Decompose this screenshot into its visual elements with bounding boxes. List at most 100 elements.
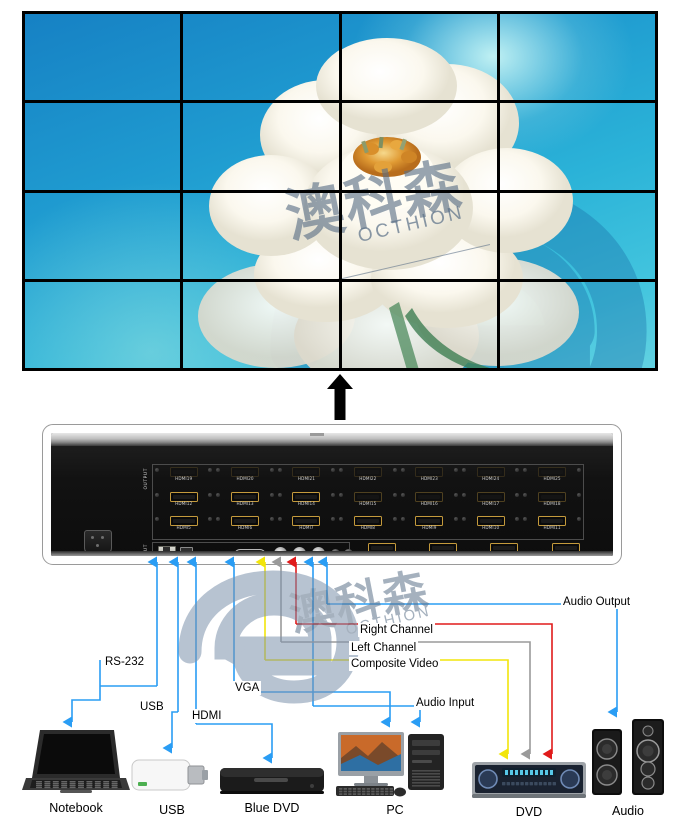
video-wall-grid: 澳科森 OCTHION	[25, 14, 655, 368]
video-wall-tile[interactable]: 澳科森 OCTHION	[499, 14, 655, 101]
panel-screw-icon	[400, 468, 405, 472]
panel-screw-icon	[155, 517, 159, 521]
hdmi-port-label: HDMI17	[482, 501, 500, 506]
video-wall-tile[interactable]: 澳科森 OCTHION	[341, 14, 497, 101]
video-wall-tile[interactable]: 澳科森 OCTHION	[25, 14, 181, 101]
bluray-player-icon[interactable]	[218, 762, 326, 798]
hdmi-output-port[interactable]: HDMI23	[399, 466, 460, 491]
hdmi-port-label: HDMI12	[175, 501, 193, 506]
hdmi-output-port[interactable]: HDMI13	[214, 491, 275, 516]
panel-screw-icon	[269, 517, 274, 521]
hdmi-connector-icon	[415, 492, 444, 502]
hdmi-output-port[interactable]: HDMI25	[521, 466, 582, 491]
panel-screw-icon	[462, 468, 466, 472]
hdmi-output-port[interactable]: HDMI14	[276, 491, 337, 516]
av-receiver-icon[interactable]	[470, 758, 588, 802]
hdmi-output-port[interactable]: HDMI5	[153, 515, 214, 540]
video-wall-tile[interactable]: 澳科森 OCTHION	[499, 103, 655, 190]
panel-screw-icon	[523, 517, 528, 521]
panel-screw-icon	[462, 517, 466, 521]
video-wall-tile[interactable]: 澳科森 OCTHION	[183, 103, 339, 190]
video-wall-tile[interactable]: 澳科森 OCTHION	[341, 192, 497, 279]
panel-screw-icon	[269, 468, 274, 472]
video-wall-tile[interactable]: 澳科森 OCTHION	[183, 281, 339, 368]
hdmi-connector-icon	[353, 516, 382, 526]
video-wall-tile[interactable]: 澳科森 OCTHION	[25, 281, 181, 368]
hdmi-port-label: HDMI9	[422, 525, 437, 530]
panel-screw-icon	[400, 493, 405, 497]
hdmi-port-label: HDMI5	[176, 525, 191, 530]
hdmi-output-port[interactable]: HDMI6	[214, 515, 275, 540]
device-label: Blue DVD	[244, 801, 300, 815]
hdmi-output-port[interactable]: HDMI17	[460, 491, 521, 516]
panel-screw-icon	[269, 493, 274, 497]
panel-screw-icon	[576, 468, 581, 472]
panel-screw-icon	[339, 468, 344, 472]
video-wall-tile[interactable]: 澳科森 OCTHION	[341, 103, 497, 190]
hdmi-port-label: HDMI7	[299, 525, 314, 530]
connection-wire	[313, 705, 421, 728]
hdmi-connector-icon	[538, 516, 567, 526]
hdmi-port-label: HDMI18	[543, 501, 561, 506]
panel-screw-icon	[216, 468, 221, 472]
panel-screw-icon	[392, 493, 397, 497]
video-wall-tile[interactable]: 澳科森 OCTHION	[183, 14, 339, 101]
connection-wire	[162, 711, 178, 754]
hdmi-output-port[interactable]: HDMI16	[399, 491, 460, 516]
video-wall-tile[interactable]: 澳科森 OCTHION	[499, 281, 655, 368]
panel-screw-icon	[208, 493, 213, 497]
hdmi-output-port[interactable]: HDMI11	[521, 515, 582, 540]
panel-screw-icon	[400, 517, 405, 521]
connection-label-vga: VGA	[233, 681, 262, 695]
hdmi-port-label: HDMI15	[359, 501, 377, 506]
hdmi-output-port[interactable]: HDMI19	[153, 466, 214, 491]
video-wall-tile[interactable]: 澳科森 OCTHION	[183, 192, 339, 279]
connection-label-hdmi: HDMI	[190, 709, 224, 723]
hdmi-output-port[interactable]: HDMI24	[460, 466, 521, 491]
hdmi-connector-icon	[415, 467, 444, 477]
hdmi-port-label: HDMI16	[420, 501, 438, 506]
hdmi-port-label: HDMI13	[236, 501, 254, 506]
connection-label-left-channel: Left Channel	[349, 641, 419, 655]
hdmi-port-label: HDMI14	[297, 501, 316, 506]
hdmi-output-port[interactable]: HDMI22	[337, 466, 398, 491]
panel-screw-icon	[331, 517, 336, 521]
connection-label-audio-output: Audio Output	[561, 595, 633, 609]
panel-screw-icon	[453, 468, 458, 472]
hdmi-port-label: HDMI11	[543, 525, 561, 530]
usb-flash-drive-icon[interactable]	[128, 750, 216, 800]
hdmi-output-port[interactable]: HDMI8	[337, 515, 398, 540]
hdmi-output-port[interactable]: HDMI12	[153, 491, 214, 516]
hdmi-output-port[interactable]: HDMI20	[214, 466, 275, 491]
hdmi-port-label: HDMI10	[482, 525, 500, 530]
output-side-label: OUTPUT	[144, 468, 149, 490]
panel-screw-icon	[339, 493, 344, 497]
panel-screw-icon	[331, 493, 336, 497]
video-wall-tile[interactable]: 澳科森 OCTHION	[499, 192, 655, 279]
connection-wire	[234, 691, 391, 728]
hdmi-port-label: HDMI19	[175, 476, 193, 481]
hdmi-output-port[interactable]: HDMI18	[521, 491, 582, 516]
hdmi-output-port[interactable]: HDMI10	[460, 515, 521, 540]
panel-screw-icon	[453, 517, 458, 521]
hdmi-output-port[interactable]: HDMI9	[399, 515, 460, 540]
video-wall-tile[interactable]: 澳科森 OCTHION	[25, 103, 181, 190]
hdmi-connector-icon	[231, 467, 260, 477]
video-wall-display: 澳科森 OCTHION	[22, 11, 658, 371]
laptop-icon[interactable]	[22, 726, 130, 798]
device-chassis: OUTPUT INPUT AC 100-240V HDMI19HDMI20HDM…	[51, 433, 613, 556]
hdmi-output-port[interactable]: HDMI21	[276, 466, 337, 491]
hdmi-output-port[interactable]: HDMI7	[276, 515, 337, 540]
desktop-computer-icon[interactable]	[334, 728, 456, 800]
video-wall-tile[interactable]: 澳科森 OCTHION	[341, 281, 497, 368]
video-wall-tile[interactable]: 澳科森 OCTHION	[25, 192, 181, 279]
hdmi-output-port[interactable]: HDMI15	[337, 491, 398, 516]
hdmi-connector-icon	[476, 492, 505, 502]
hdmi-port-label: HDMI21	[297, 476, 316, 481]
connection-label-right-channel: Right Channel	[358, 623, 435, 637]
hdmi-connector-icon	[292, 492, 321, 502]
chassis-rear-face: OUTPUT INPUT AC 100-240V HDMI19HDMI20HDM…	[51, 446, 613, 556]
speakers-icon[interactable]	[588, 715, 668, 801]
hdmi-connector-icon	[476, 467, 505, 477]
